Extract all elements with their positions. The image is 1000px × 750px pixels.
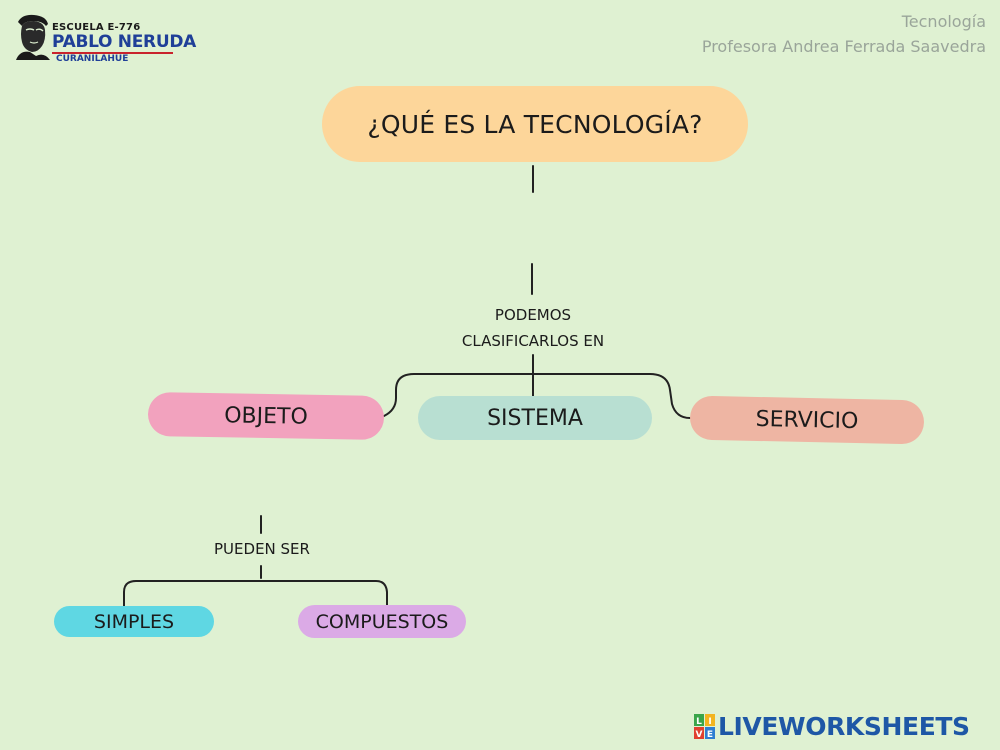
brand-icon-letter-l: L — [696, 717, 702, 727]
subject-label: Tecnología — [901, 12, 986, 31]
brand-name[interactable]: LIVEWORKSHEETS — [718, 712, 970, 741]
brand-icon-letter-i: I — [708, 717, 711, 727]
sub-bracket — [123, 580, 388, 609]
subcategory-simples: SIMPLES — [54, 606, 214, 637]
category-sistema: SISTEMA — [418, 396, 652, 440]
classify-label-line1: PODEMOS — [494, 306, 572, 324]
poet-portrait-icon — [16, 14, 50, 60]
logo-school-code: ESCUELA E-776 — [52, 22, 141, 33]
classify-label: PODEMOS CLASIFICARLOS EN — [448, 302, 618, 354]
logo-divider — [52, 52, 173, 54]
category-objeto: OBJETO — [147, 391, 385, 441]
teacher-label: Profesora Andrea Ferrada Saavedra — [701, 37, 986, 56]
liveworksheets-logo-icon: L I V E — [694, 714, 715, 740]
logo-city: CURANILAHUE — [56, 54, 129, 64]
brand-icon-letter-v: V — [696, 730, 703, 740]
pueden-ser-label: PUEDEN SER — [214, 540, 310, 558]
subcategory-compuestos: COMPUESTOS — [298, 605, 466, 638]
brand-icon-letter-e: E — [707, 730, 713, 740]
school-logo: ESCUELA E-776 PABLO NERUDA CURANILAHUE — [12, 10, 196, 64]
logo-school-name: PABLO NERUDA — [52, 32, 197, 52]
title-node: ¿QUÉ ES LA TECNOLOGÍA? — [322, 86, 748, 162]
classify-label-line2: CLASIFICARLOS EN — [461, 332, 605, 350]
category-bracket — [383, 373, 691, 419]
category-servicio: SERVICIO — [689, 395, 925, 445]
